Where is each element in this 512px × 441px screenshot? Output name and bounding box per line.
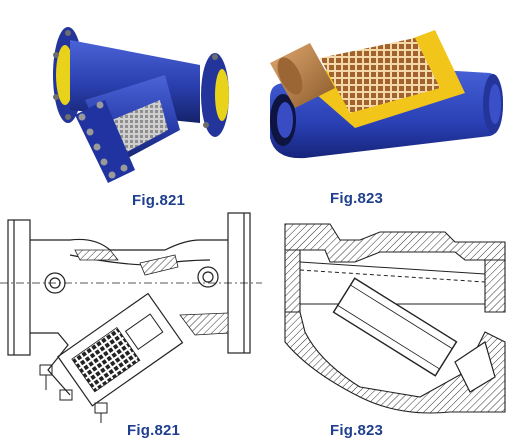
fig823-bottom-caption: Fig.823 [330,422,384,439]
fig821-render [30,5,245,185]
fig823-drawing [270,212,510,417]
fig821-section-drawing [0,212,262,423]
fig821-drawing [0,205,262,425]
fig821-bottom-caption: Fig.821 [127,422,181,439]
fig823-section-drawing [284,223,506,414]
fig821-top-caption: Fig.821 [132,192,186,209]
y-strainer-threaded-image [270,30,503,159]
fig823-render [265,8,505,173]
y-strainer-flanged-image [53,27,229,183]
fig823-top-caption: Fig.823 [330,190,384,207]
